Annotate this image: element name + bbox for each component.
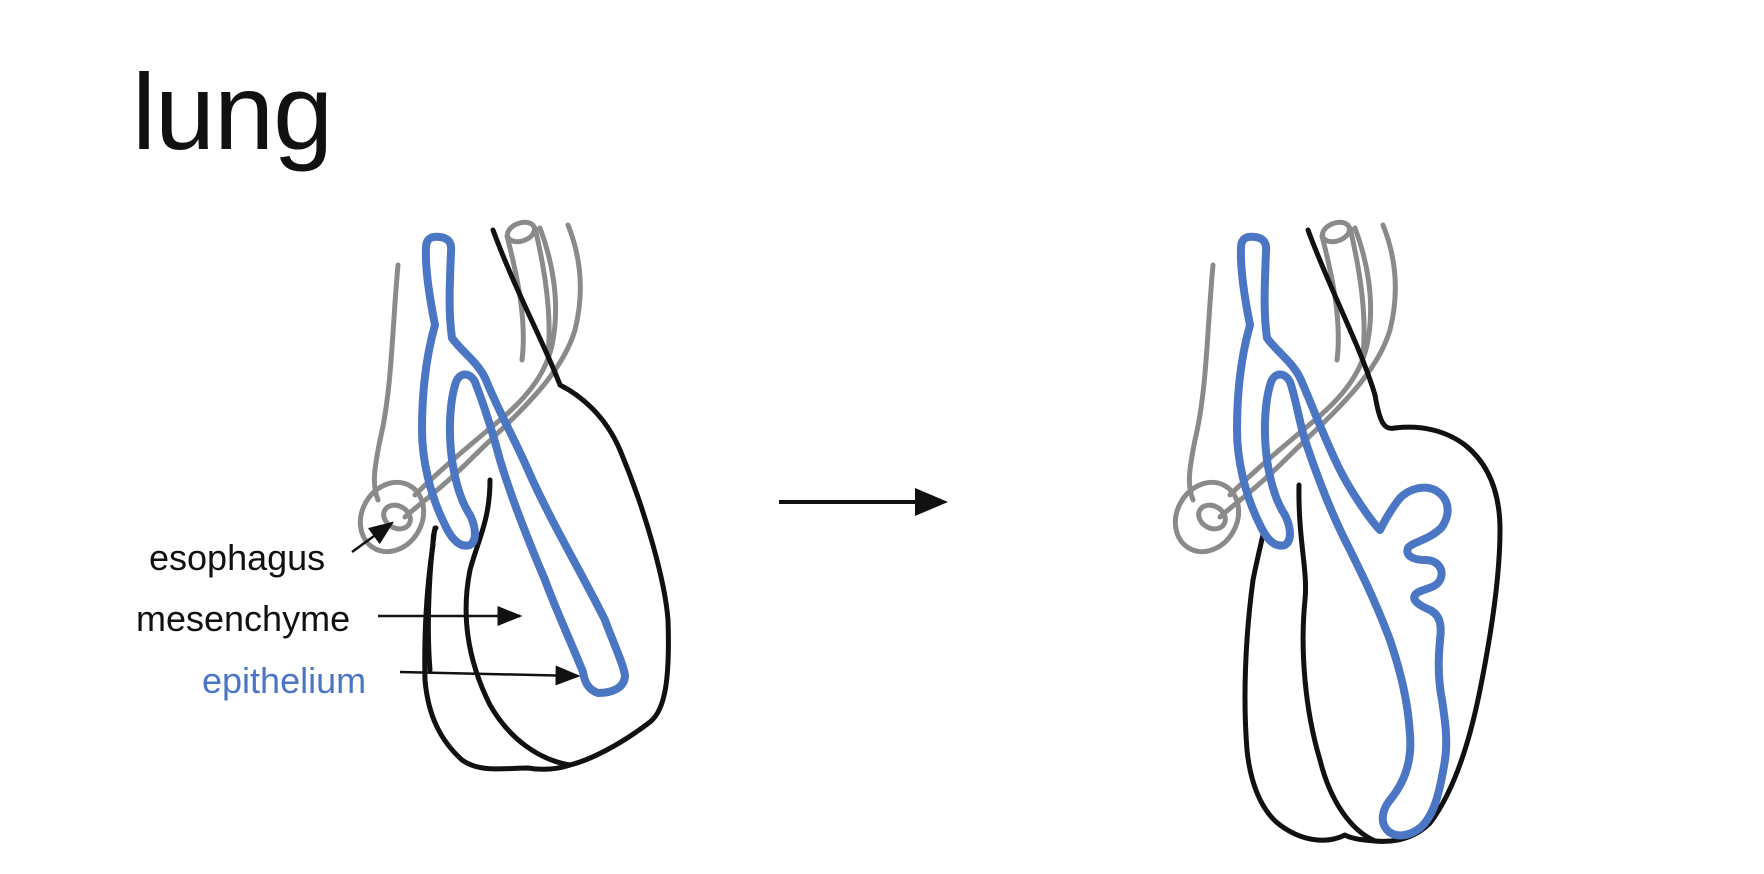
leader-lines — [351, 521, 581, 686]
branched-lung-stage — [1172, 219, 1503, 844]
mesenchyme-outline-right — [1242, 227, 1503, 844]
diagram-title: lung — [132, 51, 333, 172]
esophagus-label: esophagus — [149, 537, 326, 578]
mesenchyme-label: mesenchyme — [136, 598, 351, 639]
epithelium-leader — [399, 665, 581, 686]
epithelium-label: epithelium — [202, 660, 367, 701]
early-lung-stage — [351, 219, 671, 772]
mesenchyme-outline-left — [422, 227, 671, 772]
development-arrow — [779, 488, 948, 516]
epithelium-tube-right — [1233, 232, 1452, 840]
esophagus-leader — [351, 521, 395, 554]
epithelium-tube-left — [418, 232, 629, 697]
